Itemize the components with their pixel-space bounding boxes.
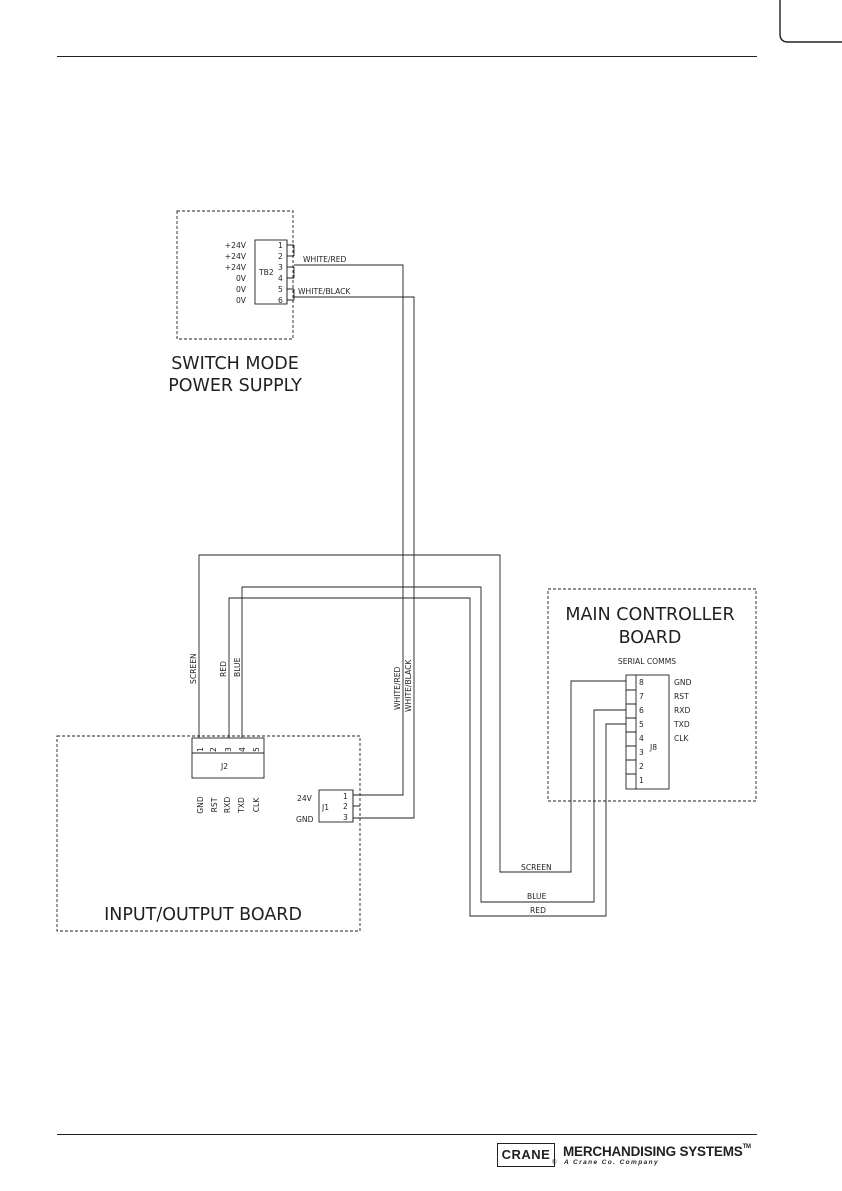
tb2-pin-3: 3 bbox=[278, 263, 283, 272]
j2-signal-txd: TXD bbox=[237, 797, 246, 814]
tb2-voltage-5: 0V bbox=[236, 285, 247, 294]
j8-signal-txd: TXD bbox=[673, 720, 690, 729]
j8-pin-numbers: 8 7 6 5 4 3 2 1 bbox=[639, 678, 644, 785]
j2-signal-clk: CLK bbox=[252, 797, 261, 813]
tb2-voltage-labels: +24V +24V +24V 0V 0V 0V bbox=[225, 241, 247, 305]
tb2-pin-2: 2 bbox=[278, 252, 283, 261]
wire-label-blue-vertical: BLUE bbox=[233, 657, 242, 677]
j2-connector-body bbox=[191, 737, 265, 779]
footer-rule bbox=[57, 1134, 757, 1135]
j8-pin-7: 7 bbox=[639, 692, 644, 701]
j8-pin-4: 4 bbox=[639, 734, 644, 743]
crane-logo-name: MERCHANDISING SYSTEMSTM bbox=[563, 1144, 751, 1159]
tb2-pin-numbers: 1 2 3 4 5 6 bbox=[278, 241, 283, 305]
io-board-box bbox=[56, 735, 361, 932]
j2-pin-3: 3 bbox=[224, 747, 233, 752]
j8-pin-dividers bbox=[626, 689, 636, 775]
j8-signal-labels: GND RST RXD TXD CLK bbox=[673, 678, 692, 743]
wire-blue bbox=[241, 586, 626, 903]
j2-signal-gnd: GND bbox=[196, 796, 205, 814]
j1-pin-3: 3 bbox=[343, 813, 348, 822]
j8-pin-1: 1 bbox=[639, 776, 644, 785]
wire-label-screen-bottom: SCREEN bbox=[521, 863, 552, 872]
tb2-pin-5: 5 bbox=[278, 285, 283, 294]
tb2-label: TB2 bbox=[258, 268, 274, 277]
tb2-voltage-3: +24V bbox=[225, 263, 247, 272]
j1-label-24v: 24V bbox=[297, 794, 313, 803]
crane-logo: CRANE ® MERCHANDISING SYSTEMSTM A Crane … bbox=[497, 1140, 759, 1170]
j8-signal-gnd: GND bbox=[674, 678, 692, 687]
j8-pin-3: 3 bbox=[639, 748, 644, 757]
j2-pin-5: 5 bbox=[252, 747, 261, 752]
tb2-voltage-1: +24V bbox=[225, 241, 247, 250]
tb2-voltage-4: 0V bbox=[236, 274, 247, 283]
tb2-pin-1: 1 bbox=[278, 241, 283, 250]
wire-label-blue-bottom: BLUE bbox=[527, 892, 547, 901]
power-supply-box bbox=[176, 210, 294, 340]
serial-comms-label: SERIAL COMMS bbox=[618, 657, 676, 666]
j8-signal-rxd: RXD bbox=[674, 706, 690, 715]
j8-pin-8: 8 bbox=[639, 678, 644, 687]
crane-logo-name-text: MERCHANDISING SYSTEMS bbox=[563, 1144, 743, 1159]
main-controller-title-1: MAIN CONTROLLER bbox=[565, 605, 734, 625]
j8-pin-2: 2 bbox=[639, 762, 644, 771]
crane-logo-registered: ® bbox=[552, 1160, 557, 1166]
crane-logo-subtitle: A Crane Co. Company bbox=[564, 1159, 659, 1166]
tb2-pin-6: 6 bbox=[278, 296, 283, 305]
wire-label-white-red-vertical: WHITE/RED bbox=[393, 666, 402, 710]
j2-pin-2: 2 bbox=[209, 747, 218, 752]
wire-label-white-black-top: WHITE/BLACK bbox=[298, 287, 351, 296]
wire-white-red bbox=[294, 264, 404, 796]
j2-signal-rxd: RXD bbox=[223, 797, 232, 813]
j8-label: J8 bbox=[649, 743, 657, 752]
j8-pin-5: 5 bbox=[639, 720, 644, 729]
header-rule bbox=[57, 56, 757, 57]
tb2-voltage-6: 0V bbox=[236, 296, 247, 305]
j8-signal-rst: RST bbox=[674, 692, 689, 701]
j8-signal-clk: CLK bbox=[674, 734, 690, 743]
wire-label-white-black-vertical: WHITE/BLACK bbox=[404, 659, 413, 712]
j1-label-gnd: GND bbox=[296, 815, 314, 824]
crane-logo-box: CRANE bbox=[497, 1143, 555, 1167]
tb2-voltage-2: +24V bbox=[225, 252, 247, 261]
wire-label-red-bottom: RED bbox=[530, 906, 546, 915]
wire-screen bbox=[198, 554, 626, 873]
j1-pin-1: 1 bbox=[343, 792, 348, 801]
tb2-pin-4: 4 bbox=[278, 274, 283, 283]
crane-logo-trademark: TM bbox=[742, 1144, 751, 1150]
j2-signal-rst: RST bbox=[210, 797, 219, 812]
j1-pin-2: 2 bbox=[343, 802, 348, 811]
page-corner-tab bbox=[779, 0, 842, 43]
tb2-terminal-block bbox=[254, 239, 288, 305]
wire-label-red-vertical: RED bbox=[219, 661, 228, 677]
j1-connector-body bbox=[318, 789, 354, 823]
power-supply-title-2: POWER SUPPLY bbox=[168, 376, 302, 396]
tb2-pin-links bbox=[287, 244, 295, 301]
j1-label: J1 bbox=[321, 803, 329, 812]
main-controller-title-2: BOARD bbox=[619, 628, 682, 648]
wire-white-black bbox=[294, 296, 415, 819]
j2-pin-4: 4 bbox=[238, 747, 247, 752]
wire-red bbox=[228, 597, 626, 917]
j2-label: J2 bbox=[220, 762, 228, 771]
wire-label-screen-vertical: SCREEN bbox=[189, 653, 198, 684]
power-supply-title-1: SWITCH MODE bbox=[171, 354, 299, 374]
wire-label-white-red-top: WHITE/RED bbox=[303, 255, 347, 264]
j1-pin-stubs bbox=[353, 794, 360, 819]
j8-pin-6: 6 bbox=[639, 706, 644, 715]
io-board-title: INPUT/OUTPUT BOARD bbox=[104, 905, 302, 925]
j2-pin-1: 1 bbox=[196, 747, 205, 752]
